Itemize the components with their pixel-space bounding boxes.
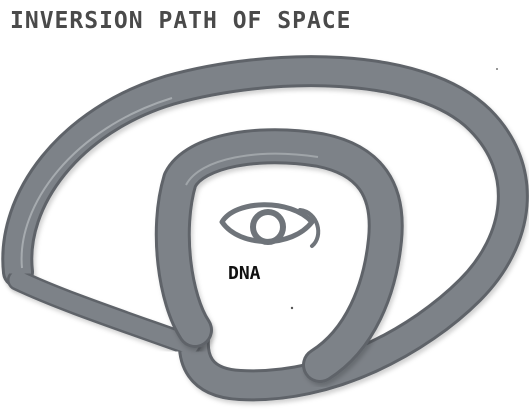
spiral-inner-loop [173,146,386,365]
spiral-outer-loop [17,71,513,385]
center-label-dna: DNA [228,263,261,284]
